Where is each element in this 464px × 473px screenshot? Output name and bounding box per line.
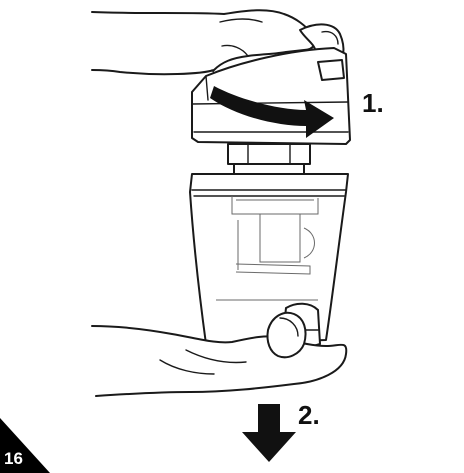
coupling [227,143,311,175]
lower-hand [91,311,348,397]
curved-arrow-right-icon [210,86,334,138]
container [189,173,349,351]
figure-number: 16 [4,449,23,468]
arrow-down-icon [242,404,296,462]
step-1-label: 1. [362,88,384,118]
step-2-label: 2. [298,400,320,430]
figure-number-badge: 16 [0,418,50,473]
